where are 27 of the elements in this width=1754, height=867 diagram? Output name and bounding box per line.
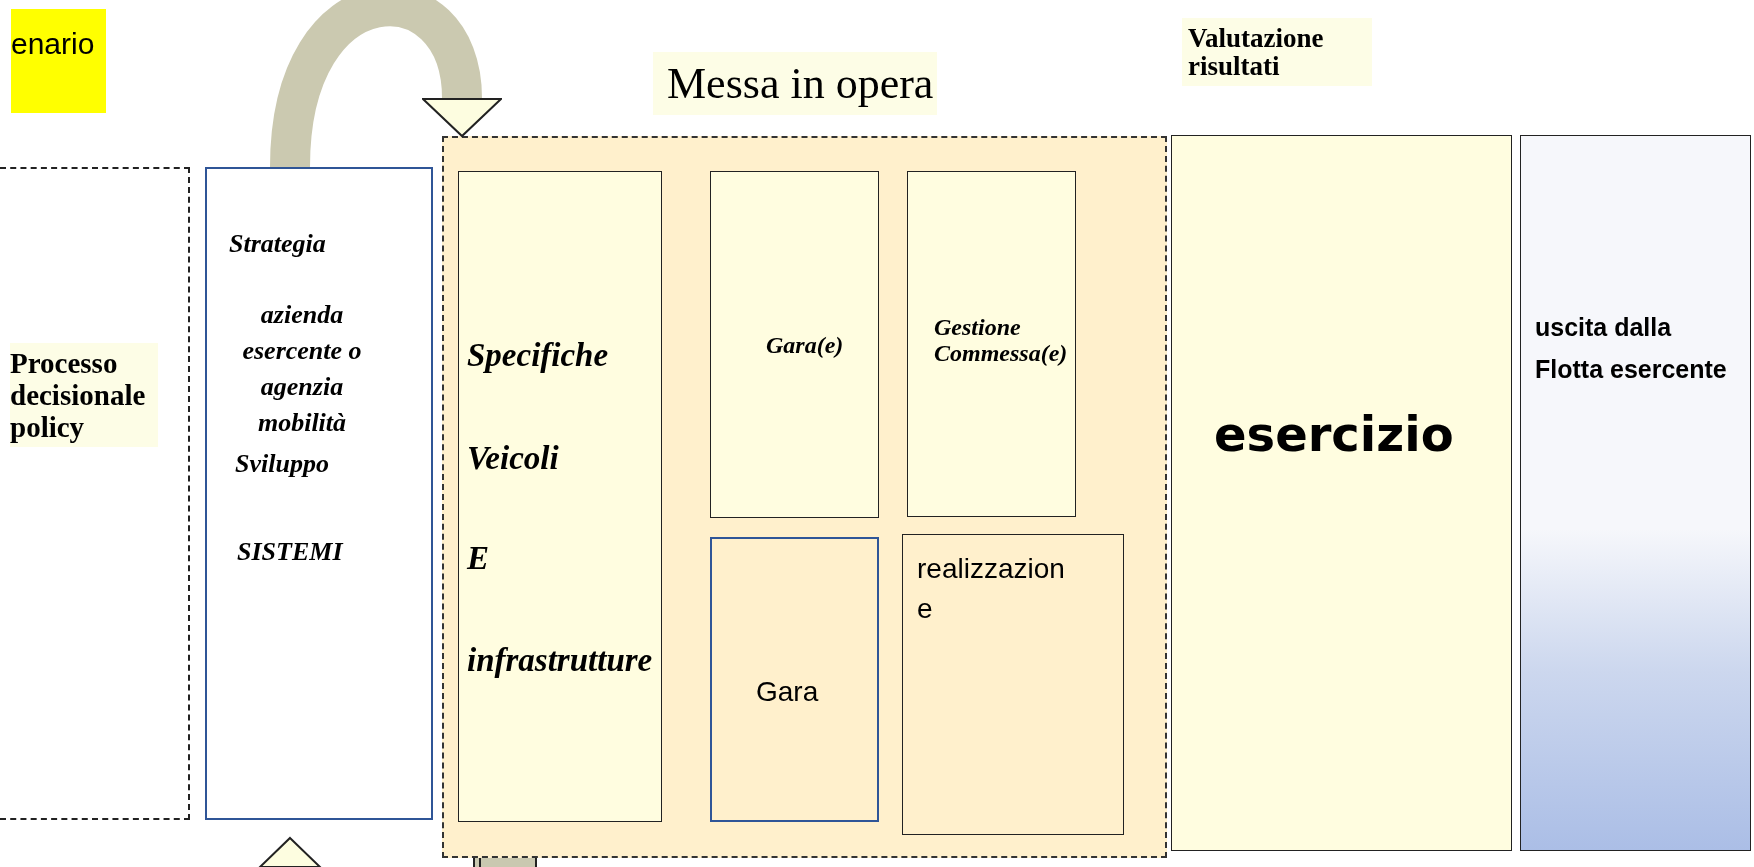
process-box [205,167,433,820]
node-label: infrastrutture [467,642,653,679]
node-label: Sviluppo [235,449,329,479]
process-box [710,537,879,822]
node-label: Gara(e) [766,332,844,359]
process-box [710,171,879,518]
node-label: esercizio [1214,406,1454,462]
node-label: realizzazione [917,552,1066,626]
node-label: Gestione Commessa(e) [934,314,1069,366]
node-label: Veicoli [467,440,559,477]
node-label: azienda esercente o agenzia mobilità [241,299,363,439]
node-label: E [467,540,489,577]
process-box [1520,135,1751,851]
node-label: Specifiche [467,337,609,374]
highlight-box [11,9,106,113]
section-label: enario [11,27,95,61]
dashed-box [0,167,190,820]
node-label: Gara [756,676,819,708]
node-label: Strategia [229,229,326,259]
group-title: Messa in opera [653,52,937,115]
process-box [458,171,662,822]
node-label: Processo decisionale policy [10,343,158,447]
node-label: Valutazione risultati [1182,18,1372,86]
process-box [902,534,1124,835]
node-label: uscita dalla Flotta esercente [1535,312,1728,385]
node-label: SISTEMI [237,537,343,567]
process-box [907,171,1076,517]
